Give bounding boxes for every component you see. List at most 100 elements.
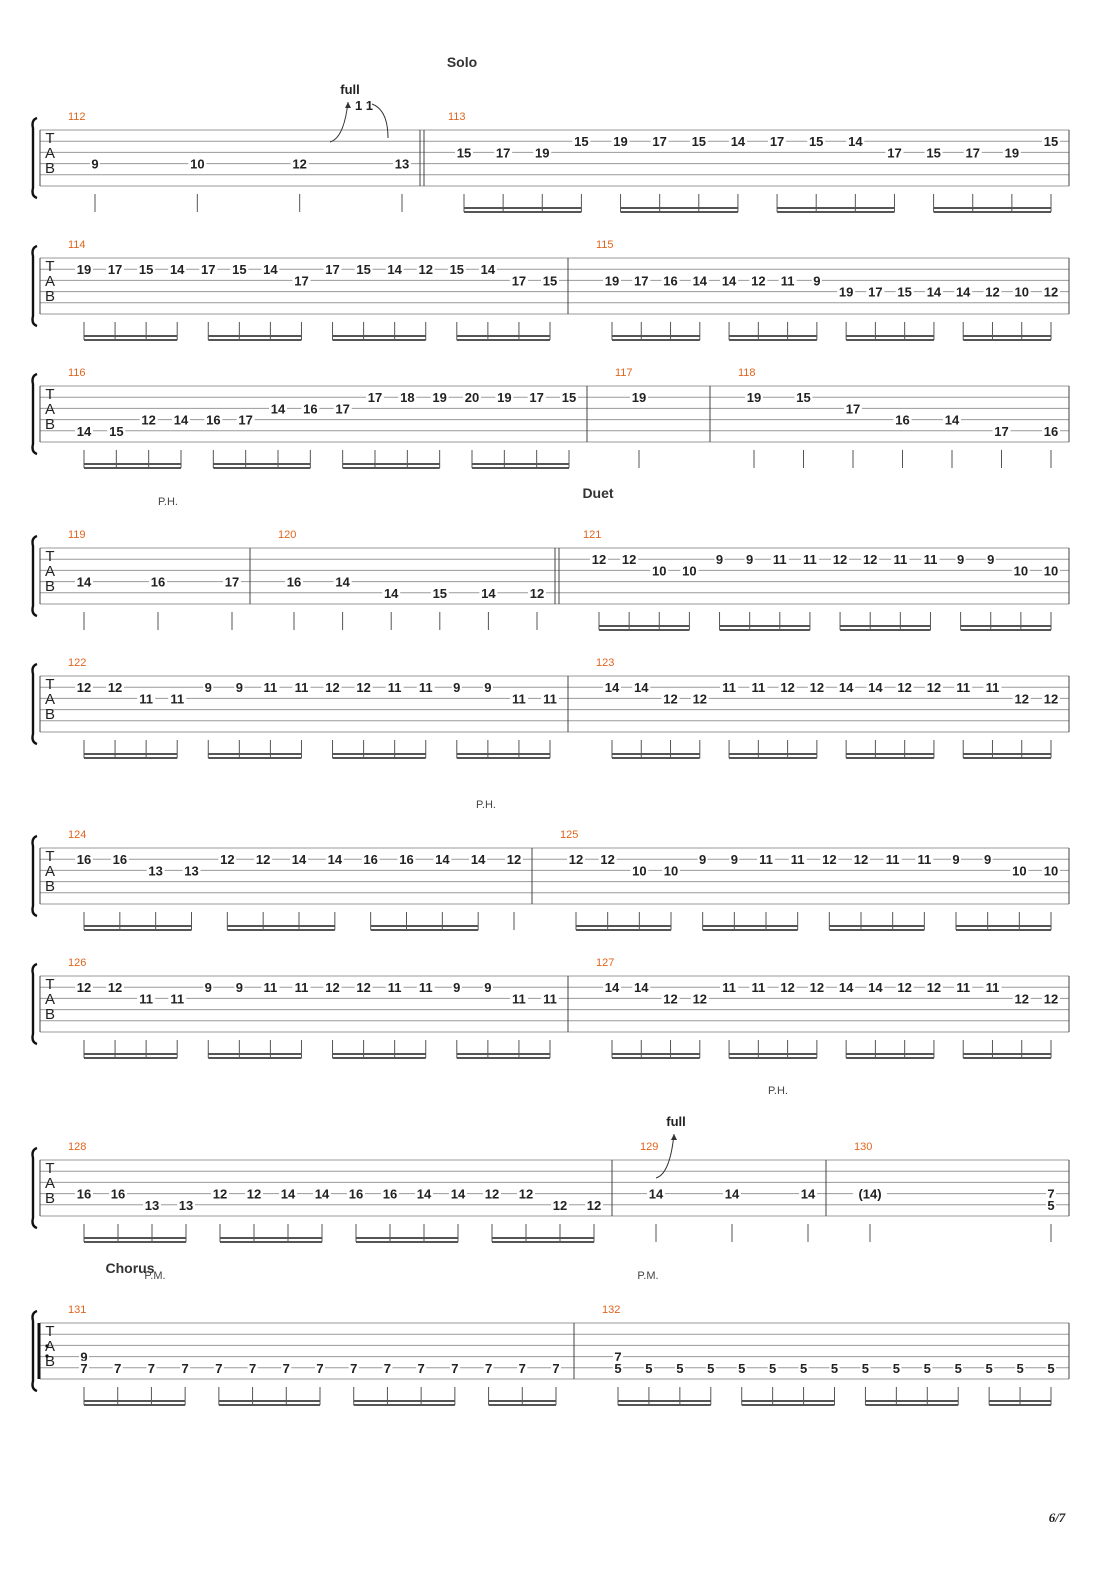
fret-number: 11 xyxy=(956,680,970,695)
fret-number: 14 xyxy=(328,852,343,867)
fret-number: 16 xyxy=(399,852,413,867)
fret-number: 7 xyxy=(80,1361,87,1376)
fret-background xyxy=(983,980,1002,993)
fret-number: 7 xyxy=(182,1361,189,1376)
fret-number: 9 xyxy=(813,273,820,288)
tab-clef-letter: B xyxy=(45,706,55,723)
fret-number: 14 xyxy=(451,1187,466,1202)
fret-background xyxy=(416,262,435,275)
fret-background xyxy=(517,1360,528,1373)
fret-number: 14 xyxy=(725,1187,740,1202)
measure-number: 132 xyxy=(602,1304,620,1316)
fret-background xyxy=(478,262,497,275)
fret-number: 7 xyxy=(249,1361,256,1376)
fret-background xyxy=(983,680,1002,693)
fret-number: 14 xyxy=(839,680,854,695)
fret-background xyxy=(943,412,961,425)
fret-number: 5 xyxy=(1047,1198,1054,1213)
fret-background xyxy=(983,284,1002,297)
fret-number: 7 xyxy=(215,1361,222,1376)
fret-background xyxy=(451,680,462,693)
fret-background xyxy=(736,1360,747,1373)
fret-number: 7 xyxy=(148,1361,155,1376)
tab-clef-letter: A xyxy=(45,273,55,290)
fret-background xyxy=(757,852,775,865)
fret-number: 11 xyxy=(751,980,765,995)
fret-number: 12 xyxy=(325,680,339,695)
fret-number: 5 xyxy=(645,1361,652,1376)
fret-number: 11 xyxy=(773,552,787,567)
fret-background xyxy=(146,863,165,876)
tab-clef-letter: A xyxy=(45,145,55,162)
fret-background xyxy=(921,552,940,565)
fret-background xyxy=(79,1360,89,1373)
fret-number: 11 xyxy=(924,552,938,567)
fret-number: 12 xyxy=(325,980,339,995)
fret-number: 12 xyxy=(1014,991,1028,1006)
repeat-dot xyxy=(45,1354,49,1358)
fret-number: 14 xyxy=(481,262,496,277)
measure-number: 126 xyxy=(68,957,86,969)
fret-number: 7 xyxy=(614,1350,621,1365)
fret-background xyxy=(447,262,466,275)
fret-background xyxy=(598,852,617,865)
measure-number: 130 xyxy=(854,1141,872,1153)
fret-background xyxy=(211,1186,229,1199)
fret-background xyxy=(632,680,651,693)
fret-number: 12 xyxy=(1044,285,1058,300)
fret-background xyxy=(281,1360,292,1373)
fret-background xyxy=(106,262,125,275)
fret-background xyxy=(348,1360,359,1373)
fret-number: 14 xyxy=(435,852,450,867)
fret-background xyxy=(1042,863,1060,876)
fret-background xyxy=(354,980,373,993)
system-bracket xyxy=(31,116,38,200)
fret-number: 15 xyxy=(692,134,706,149)
fret-number: 19 xyxy=(1005,145,1019,160)
fret-background xyxy=(482,680,493,693)
fret-background xyxy=(106,980,125,993)
fret-background xyxy=(112,1360,123,1373)
fret-number: 13 xyxy=(145,1198,159,1213)
tab-clef-letter: T xyxy=(45,548,54,565)
fret-background xyxy=(527,390,546,403)
fret-number: 9 xyxy=(957,552,964,567)
fret-background xyxy=(203,680,214,693)
fret-background xyxy=(354,680,373,693)
tab-clef-letter: B xyxy=(45,160,55,177)
fret-number: 11 xyxy=(295,680,309,695)
fret-background xyxy=(866,980,885,993)
fret-background xyxy=(585,1197,603,1210)
fret-number: 12 xyxy=(77,980,91,995)
section-title: Chorus xyxy=(106,1260,155,1276)
fret-background xyxy=(807,134,826,147)
palm-mute-label: P.H. xyxy=(158,496,178,508)
fret-number: 14 xyxy=(868,680,883,695)
fret-background xyxy=(768,134,787,147)
fret-background xyxy=(139,412,158,425)
fret-background xyxy=(807,980,826,993)
fret-number: 5 xyxy=(955,1361,962,1376)
fret-number: 14 xyxy=(292,852,307,867)
fret-number: 11 xyxy=(419,980,433,995)
fret-background xyxy=(149,574,167,587)
fret-background xyxy=(728,134,747,147)
fret-background xyxy=(729,852,740,865)
measure-number: 114 xyxy=(68,239,86,251)
measure-number: 127 xyxy=(596,957,614,969)
fret-number: 11 xyxy=(170,691,184,706)
palm-mute-label: P.H. xyxy=(476,799,496,811)
fret-background xyxy=(861,552,880,565)
fret-number: 11 xyxy=(722,980,736,995)
fret-background xyxy=(354,262,373,275)
fret-number: 9 xyxy=(80,1350,87,1365)
fret-background xyxy=(398,390,417,403)
measure-number: 131 xyxy=(68,1304,86,1316)
fret-background xyxy=(807,680,826,693)
fret-number: 9 xyxy=(236,980,243,995)
fret-background xyxy=(915,852,934,865)
fret-number: 12 xyxy=(356,980,370,995)
fret-number: 15 xyxy=(1044,134,1058,149)
